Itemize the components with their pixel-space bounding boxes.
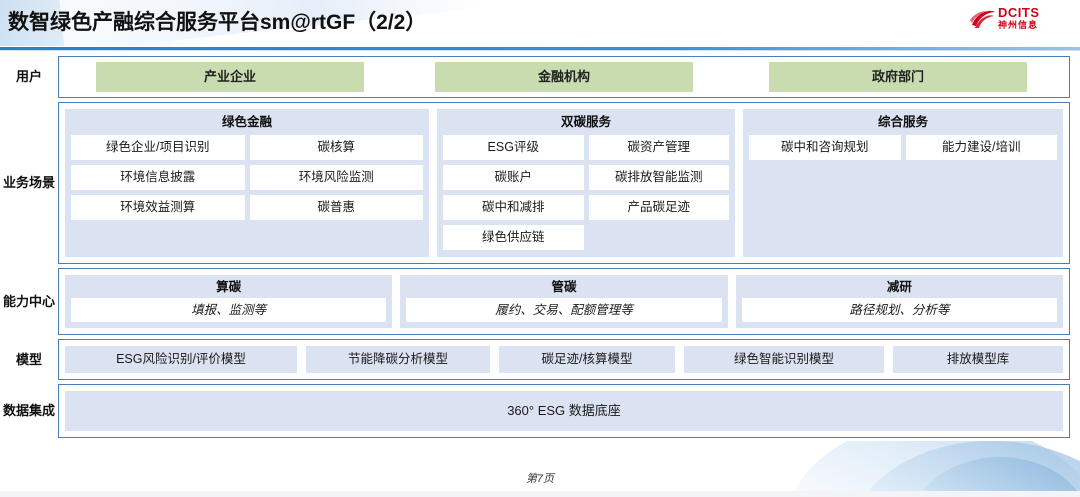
architecture-grid: 用户 产业企业 金融机构 政府部门 业务场景 绿色金融 [0,56,1080,442]
row-users: 用户 产业企业 金融机构 政府部门 [0,56,1080,98]
row-label-capability: 能力中心 [2,293,55,309]
row-content-data: 360° ESG 数据底座 [58,384,1070,438]
data-foundation-bar[interactable]: 360° ESG 数据底座 [65,391,1063,431]
row-content-capability: 算碳 填报、监测等 管碳 履约、交易、配额管理等 减研 路径规划、分析等 [58,268,1070,335]
bottom-strip [0,491,1080,497]
scenario-tile[interactable]: 碳普惠 [249,195,423,220]
scenario-tile[interactable]: 碳中和减排 [443,195,584,220]
model-tile[interactable]: 节能降碳分析模型 [306,346,490,373]
panel-title: 绿色金融 [221,115,272,129]
user-cell: 产业企业 [63,62,397,92]
logo-cn-label: 神州信息 [998,20,1039,30]
scenario-tile[interactable]: 环境风险监测 [249,165,423,190]
deco-arc-2 [847,441,1080,497]
header-divider [0,47,1080,50]
user-cell: 政府部门 [731,62,1065,92]
row-model: 模型 ESG风险识别/评价模型 节能降碳分析模型 碳足迹/核算模型 绿色智能识别… [0,339,1080,380]
scenario-tile[interactable]: 绿色企业/项目识别 [71,135,245,160]
panel-comprehensive-service: 综合服务 碳中和咨询规划 能力建设/培训 [743,109,1063,257]
scenario-tile[interactable]: 碳排放智能监测 [588,165,729,190]
user-box-government[interactable]: 政府部门 [769,62,1027,92]
scenario-tile[interactable]: 碳核算 [249,135,423,160]
model-tile[interactable]: 排放模型库 [893,346,1063,373]
deco-arc-1 [784,441,1080,497]
row-label-business: 业务场景 [2,175,55,190]
header-divider-thin [0,50,1080,51]
company-logo: DCITS 神州信息 [970,6,1066,36]
panel-title: 综合服务 [877,115,928,129]
model-tile[interactable]: 碳足迹/核算模型 [499,346,675,373]
model-tile[interactable]: 绿色智能识别模型 [684,346,884,373]
row-label-model: 模型 [15,351,42,367]
panel-title: 双碳服务 [560,115,611,129]
panel-dual-carbon-service: 双碳服务 ESG评级 碳资产管理 碳账户 碳排放智能监测 碳中和减排 产品碳足迹… [437,109,735,257]
row-business-scenarios: 业务场景 绿色金融 绿色企业/项目识别 碳核算 环境信息披露 环境风险监测 环境… [0,102,1080,264]
dcits-swoosh-icon [970,10,995,28]
scenario-tile[interactable]: 碳资产管理 [588,135,729,160]
user-box-industry[interactable]: 产业企业 [96,62,364,92]
scenario-tile[interactable]: 环境效益测算 [71,195,245,220]
panel-green-finance: 绿色金融 绿色企业/项目识别 碳核算 环境信息披露 环境风险监测 环境效益测算 … [65,109,429,257]
page-number: 第7页 [525,473,555,485]
capability-card-manage-carbon[interactable]: 管碳 履约、交易、配额管理等 [400,275,728,328]
capability-title: 管碳 [551,280,577,294]
row-content-model: ESG风险识别/评价模型 节能降碳分析模型 碳足迹/核算模型 绿色智能识别模型 … [58,339,1070,380]
slide-header: 数智绿色产融综合服务平台sm@rtGF（2/2） DCITS 神州信息 [0,0,1080,47]
model-tile[interactable]: ESG风险识别/评价模型 [65,346,297,373]
row-content-users: 产业企业 金融机构 政府部门 [58,56,1070,98]
row-label-data: 数据集成 [2,403,55,418]
row-capability-center: 能力中心 算碳 填报、监测等 管碳 履约、交易、配额管理等 减研 路径规划、分析… [0,268,1080,335]
row-label-users: 用户 [15,69,42,84]
scenario-tile[interactable]: 绿色供应链 [443,225,584,250]
scenario-tile[interactable]: 能力建设/培训 [905,135,1057,160]
row-data-integration: 数据集成 360° ESG 数据底座 [0,384,1080,438]
row-content-business: 绿色金融 绿色企业/项目识别 碳核算 环境信息披露 环境风险监测 环境效益测算 … [58,102,1070,264]
user-cell: 金融机构 [397,62,731,92]
scenario-tile[interactable]: 环境信息披露 [71,165,245,190]
bottom-decoration [750,441,1080,497]
capability-title: 减研 [886,280,912,294]
capability-title: 算碳 [216,280,242,294]
scenario-tile[interactable]: ESG评级 [443,135,584,160]
capability-subtitle: 履约、交易、配额管理等 [406,298,722,322]
capability-card-reduce-research[interactable]: 减研 路径规划、分析等 [735,275,1063,328]
page-title: 数智绿色产融综合服务平台sm@rtGF（2/2） [8,11,427,34]
capability-subtitle: 填报、监测等 [71,298,387,322]
logo-text: DCITS 神州信息 [998,6,1040,31]
capability-subtitle: 路径规划、分析等 [741,298,1057,322]
scenario-tile[interactable]: 碳中和咨询规划 [749,135,901,160]
logo-en-label: DCITS [998,5,1040,20]
scenario-tile[interactable]: 产品碳足迹 [588,195,729,220]
user-box-financial[interactable]: 金融机构 [435,62,693,92]
scenario-tile[interactable]: 碳账户 [443,165,584,190]
capability-card-compute-carbon[interactable]: 算碳 填报、监测等 [65,275,393,328]
